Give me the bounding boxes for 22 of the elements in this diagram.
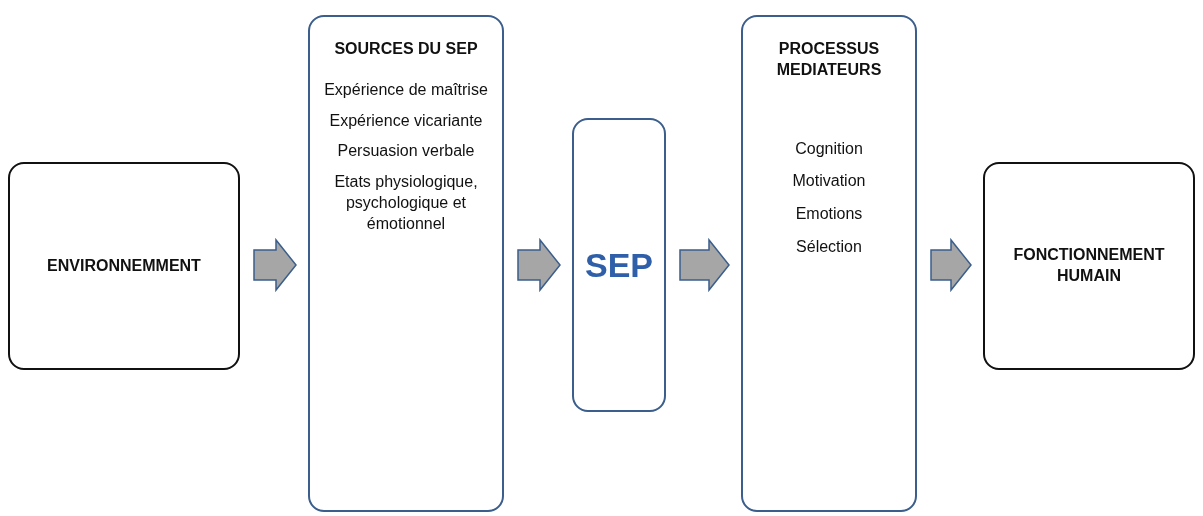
process-box — [8, 162, 240, 370]
block-arrow — [517, 237, 561, 293]
list-item: Cognition — [795, 138, 863, 159]
list-item: Persuasion verbale — [337, 141, 475, 162]
list-item: Expérience vicariante — [329, 110, 483, 131]
list-item: Expérience de maîtrise — [324, 79, 488, 100]
list-item: Sélection — [796, 237, 862, 257]
box-label: FONCTIONNEMENT HUMAIN — [1012, 245, 1166, 286]
block-arrow — [253, 237, 297, 293]
box-label: ENVIRONNEMMENT — [47, 255, 201, 276]
process-box — [308, 15, 504, 512]
list-item: Motivation — [792, 171, 866, 192]
box-heading: SOURCES DU SEP — [334, 39, 478, 59]
process-box — [983, 162, 1195, 370]
block-arrow — [679, 237, 730, 293]
block-arrow — [930, 237, 972, 293]
box-heading: PROCESSUS MEDIATEURS — [775, 39, 883, 80]
box-label: SEP — [584, 245, 653, 285]
process-box — [572, 118, 666, 412]
list-item: Etats physiologique, psychologique et émotionnel — [333, 172, 479, 234]
process-box — [741, 15, 917, 512]
list-item: Emotions — [795, 204, 863, 225]
